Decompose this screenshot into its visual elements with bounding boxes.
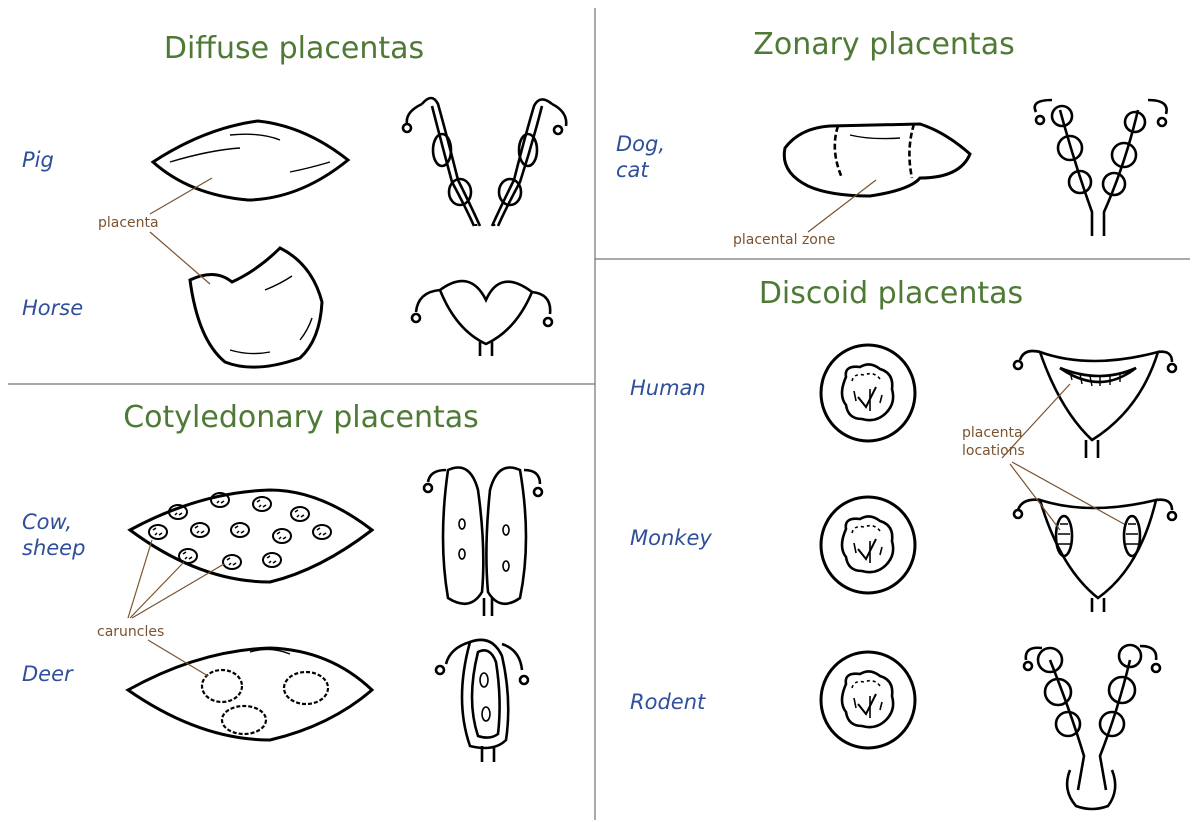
pig-placenta-drawing xyxy=(153,121,348,200)
diffuse-title: Diffuse placentas xyxy=(164,34,424,64)
annotation-placental-zone: placental zone xyxy=(733,231,835,249)
species-label-cow-sheep: Cow, sheep xyxy=(22,510,85,561)
monkey-uterus-drawing xyxy=(1014,500,1176,612)
discoid-title: Discoid placentas xyxy=(759,279,1023,309)
zonary-title: Zonary placentas xyxy=(753,30,1014,60)
horse-uterus-drawing xyxy=(412,281,552,356)
species-label-monkey: Monkey xyxy=(630,526,712,552)
human-placenta-drawing xyxy=(821,345,915,441)
annotation-placenta: placenta xyxy=(98,214,159,232)
species-label-deer: Deer xyxy=(22,662,73,688)
monkey-placenta-drawing xyxy=(821,497,915,593)
annotation-caruncles: caruncles xyxy=(97,623,164,641)
horse-placenta-drawing xyxy=(190,248,322,367)
species-label-human: Human xyxy=(630,376,706,402)
species-label-horse: Horse xyxy=(22,296,83,322)
cotyledonary-title: Cotyledonary placentas xyxy=(123,403,479,433)
dog-uterus-drawing xyxy=(1035,100,1167,236)
dog-placenta-drawing xyxy=(784,124,970,196)
species-label-pig: Pig xyxy=(22,148,54,174)
pig-uterus-drawing xyxy=(403,98,566,226)
deer-placenta-drawing xyxy=(128,648,372,740)
species-label-rodent: Rodent xyxy=(630,690,705,716)
cow-uterus-drawing xyxy=(424,468,542,617)
species-label-dog-cat: Dog, cat xyxy=(616,132,665,183)
cow-placenta-drawing xyxy=(130,490,372,582)
deer-uterus-drawing xyxy=(436,640,528,762)
annotation-placenta-locations: placenta locations xyxy=(962,424,1025,460)
human-uterus-drawing xyxy=(1014,351,1176,458)
rodent-uterus-drawing xyxy=(1024,645,1160,809)
rodent-placenta-drawing xyxy=(821,652,915,748)
